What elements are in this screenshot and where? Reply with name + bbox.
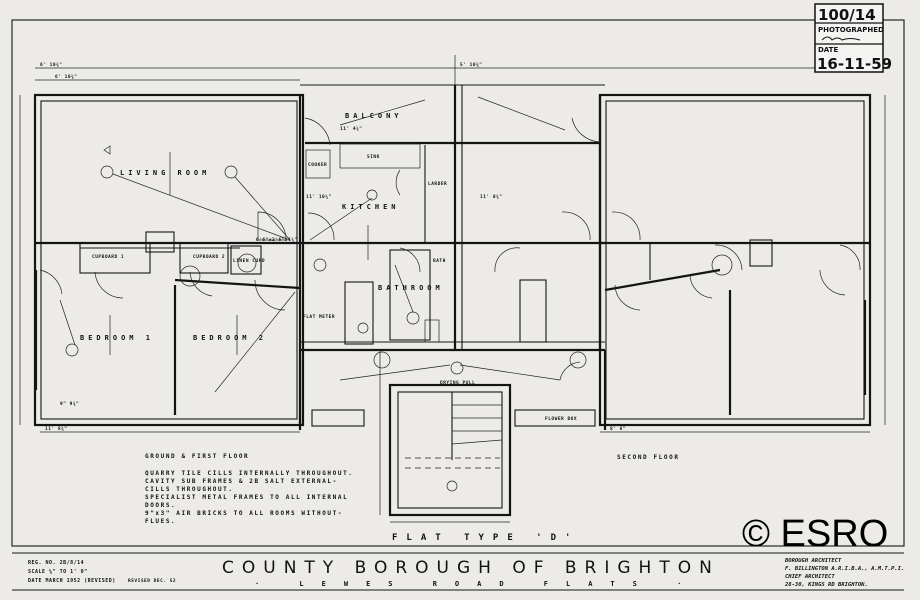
stamp-photographed-label: PHOTOGRAPHED [818, 26, 884, 34]
drawing-date: DATE MARCH 1952 (REVISED) [28, 578, 116, 584]
dim-kitchen: 11' 10¾" [306, 194, 332, 200]
dimension-lines [19, 55, 890, 523]
drawing-subtitle: · LEWES ROAD FLATS · [255, 580, 699, 588]
dim-right-kitchen: 11' 0¾" [480, 194, 502, 200]
left-flat-fixtures [59, 145, 327, 393]
dim-top-left-inner: 6' 10¾" [55, 74, 77, 80]
label-drying-pull: DRYING PULL [440, 380, 475, 386]
photo-stamp [814, 3, 884, 73]
label-sink: SINK [367, 154, 380, 160]
note-line: QUARRY TILE CILLS INTERNALLY THROUGHOUT. [145, 470, 354, 477]
architect-line: BOROUGH ARCHITECT [784, 558, 842, 564]
note-line: 9"x3" AIR BRICKS TO ALL ROOMS WITHOUT- [145, 510, 343, 517]
architect-line: F. BILLINGTON A.R.I.B.A., A.M.T.P.I. [785, 566, 904, 572]
photographer-signature [821, 36, 861, 41]
room-label-kitchen: KITCHEN [342, 203, 400, 211]
specification-notes: QUARRY TILE CILLS INTERNALLY THROUGHOUT.… [145, 470, 354, 525]
label-cooker: COOKER [308, 162, 327, 168]
room-label-balcony: BALCONY [345, 112, 403, 120]
dim-balcony: 11' 4¾" [340, 126, 362, 132]
room-label-bedroom-1: BEDROOM 1 [80, 334, 154, 342]
scale: SCALE ⅛" TO 1' 0" [28, 568, 88, 575]
label-flower-box: FLOWER BOX [545, 416, 577, 422]
dim-bottom-right: 8' 6" [610, 426, 626, 432]
dim-top-left: 6' 10¾" [40, 62, 62, 68]
dim-top-center: 5' 10¾" [460, 62, 482, 68]
label-bath: BATH [433, 258, 446, 264]
esro-watermark: © ESRO [742, 513, 888, 555]
right-flat-walls [598, 93, 872, 427]
left-flat-walls [33, 93, 305, 427]
architect-line: 28-30, KINGS RD BRIGHTON. [784, 582, 868, 588]
stamp-date-label: DATE [818, 46, 838, 54]
label-second-floor: SECOND FLOOR [617, 454, 680, 461]
sheet-border [11, 19, 905, 591]
central-walls [300, 84, 605, 352]
label-ground-first-floor: GROUND & FIRST FLOOR [145, 453, 249, 460]
dim-bottom-left: 11' 8¾" [45, 426, 67, 432]
stamp-number: 100/14 [818, 6, 876, 24]
note-line: CAVITY SUB FRAMES & 2B SALT EXTERNAL- [145, 478, 338, 485]
stamp-date: 16-11-59 [817, 55, 892, 73]
note-line: FLUES. [145, 518, 176, 525]
label-larder: LARDER [428, 181, 447, 187]
note-line: SPECIALIST METAL FRAMES TO ALL INTERNAL [145, 494, 348, 501]
left-flat-doors [39, 211, 287, 311]
room-label-bedroom-2: BEDROOM 2 [193, 334, 267, 342]
drawing-title: COUNTY BOROUGH OF BRIGHTON [222, 558, 720, 578]
label-linen-cupd: LINEN CUPD [233, 258, 265, 264]
label-flat-meter: FLAT METER [303, 314, 335, 320]
central-doors [304, 96, 601, 381]
revision-note: REVISED DEC. 52 [128, 578, 176, 584]
dim-ledge: 9" 9¾" [60, 401, 79, 407]
label-cupboard-1: CUPBOARD 1 [92, 254, 124, 260]
label-cupboard-2: CUPBOARD 2 [193, 254, 225, 260]
reg-number: REG. NO. 2B/8/14 [28, 560, 84, 566]
label-flat-type: FLAT TYPE 'D' [392, 533, 579, 543]
architect-line: CHIEF ARCHITECT [785, 574, 835, 580]
note-line: DOORS. [145, 502, 176, 509]
landing-and-stair [298, 350, 607, 517]
room-label-living-room: LIVING ROOM [120, 169, 210, 177]
room-label-bathroom: BATHROOM [378, 284, 444, 292]
note-line: CILLS THROUGHOUT. [145, 486, 234, 493]
